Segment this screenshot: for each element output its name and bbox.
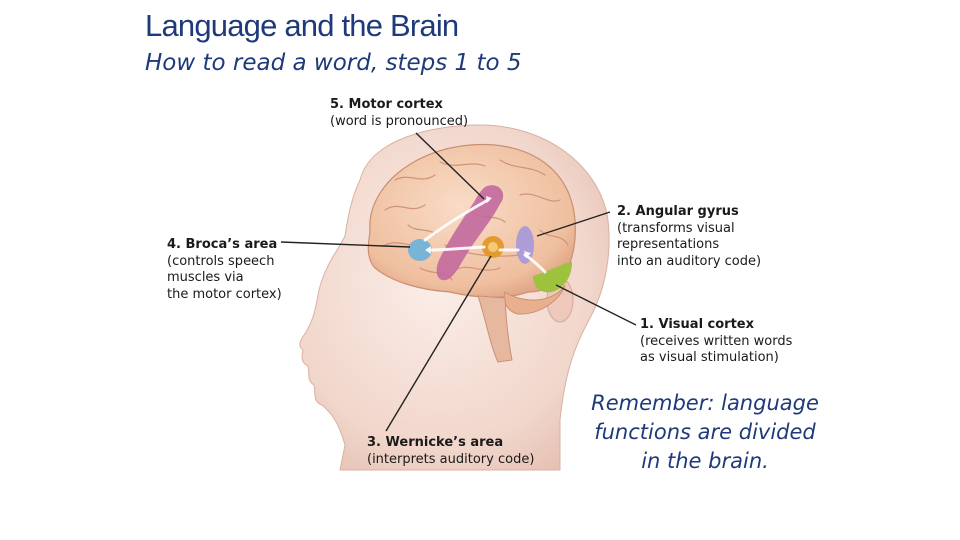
label-angular-gyrus-title: 2. Angular gyrus: [617, 204, 739, 219]
reminder-line-2: functions are divided: [594, 420, 816, 444]
label-wernicke-area: 3. Wernicke’s area (interprets auditory …: [367, 435, 534, 468]
motor-cortex-region: [436, 185, 504, 281]
broca-area-region: [408, 239, 432, 261]
label-motor-cortex-desc: (word is pronounced): [330, 113, 469, 129]
label-broca-area-desc-3: the motor cortex): [167, 286, 282, 302]
label-wernicke-area-title: 3. Wernicke’s area: [367, 435, 504, 450]
label-visual-cortex-desc-1: (receives written words: [640, 333, 793, 349]
label-visual-cortex-desc-2: as visual stimulation): [640, 350, 779, 365]
label-visual-cortex: 1. Visual cortex (receives written words…: [640, 317, 792, 367]
label-angular-gyrus-desc-1: (transforms visual: [617, 220, 735, 236]
label-angular-gyrus-desc-2: representations: [617, 237, 720, 252]
reminder-line-3: in the brain.: [641, 449, 769, 473]
cerebellum: [503, 284, 566, 315]
label-broca-area-desc-2: muscles via: [167, 270, 244, 285]
brainstem: [477, 295, 513, 363]
label-angular-gyrus: 2. Angular gyrus (transforms visual repr…: [617, 204, 761, 270]
label-visual-cortex-title: 1. Visual cortex: [640, 317, 755, 332]
label-motor-cortex: 5. Motor cortex (word is pronounced): [330, 97, 468, 130]
pathway-arrowheads: [425, 196, 531, 258]
visual-cortex-region: [533, 262, 572, 293]
label-broca-area-desc-1: (controls speech: [167, 253, 275, 269]
leader-lines: [280, 132, 637, 432]
reminder-line-1: Remember: language: [591, 391, 819, 415]
label-motor-cortex-title: 5. Motor cortex: [330, 97, 443, 112]
label-broca-area-title: 4. Broca’s area: [167, 237, 278, 252]
label-broca-area: 4. Broca’s area (controls speech muscles…: [167, 237, 282, 303]
slide-subtitle: How to read a word, steps 1 to 5: [145, 50, 522, 76]
wernicke-area-center: [488, 242, 498, 252]
slide-title: Language and the Brain: [145, 8, 459, 43]
label-wernicke-area-desc: (interprets auditory code): [367, 451, 535, 467]
label-angular-gyrus-desc-3: into an auditory code): [617, 253, 762, 269]
reminder-note: Remember: language functions are divided…: [560, 389, 850, 476]
